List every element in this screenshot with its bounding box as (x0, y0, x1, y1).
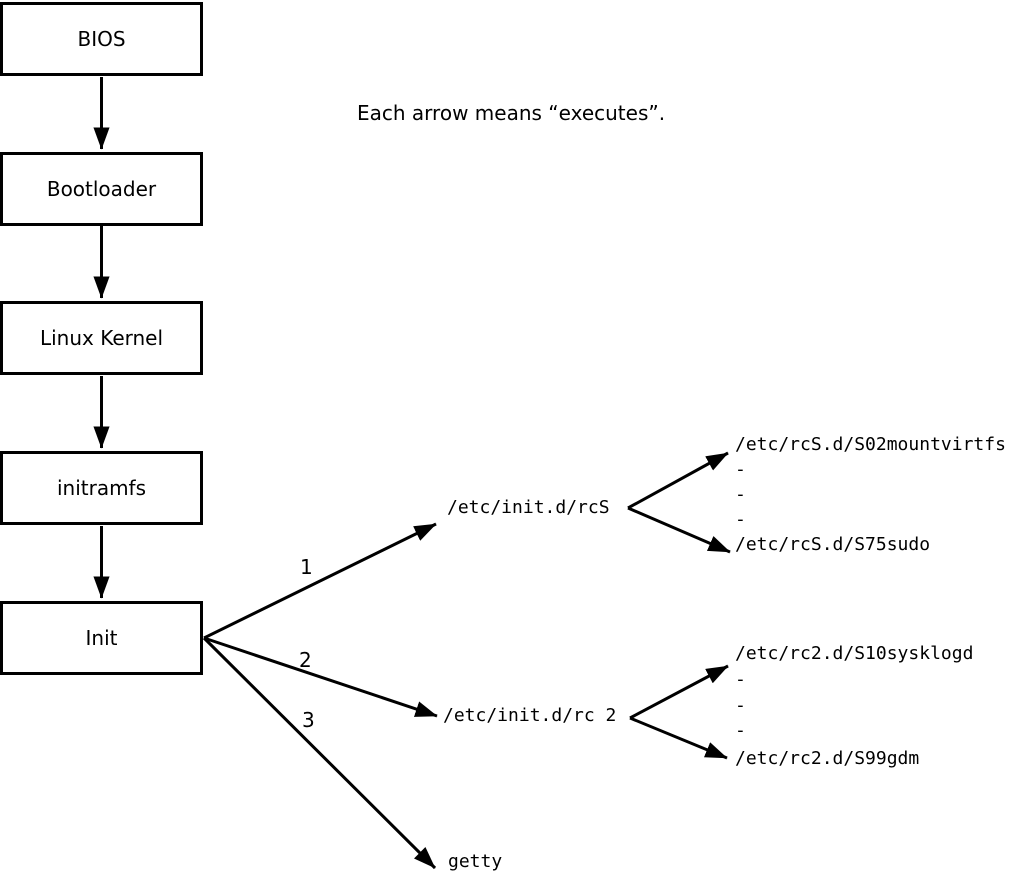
arrow-rcs-to-first-script (627, 451, 729, 510)
arrow-rc2-to-last-script (629, 716, 728, 760)
box-initramfs-label: initramfs (56, 476, 147, 500)
target-getty: getty (448, 851, 503, 872)
rc2-child-last: /etc/rc2.d/S99gdm (735, 748, 920, 769)
target-rc2-script: /etc/init.d/rc 2 (443, 705, 617, 726)
box-bios: BIOS (0, 2, 203, 76)
rc2-child-dash-1: - (735, 669, 746, 690)
target-rcs-script: /etc/init.d/rcS (447, 497, 610, 518)
rcs-child-dash-2: - (735, 484, 746, 505)
rc2-child-dash-3: - (735, 720, 746, 741)
branch-number-2: 2 (299, 648, 312, 672)
rcs-child-first: /etc/rcS.d/S02mountvirtfs (735, 434, 1006, 455)
rcs-child-dash-3: - (735, 509, 746, 530)
box-linux-kernel: Linux Kernel (0, 301, 203, 375)
box-bios-label: BIOS (77, 27, 126, 51)
arrow-init-to-getty (202, 636, 437, 870)
arrow-rcs-to-last-script (627, 506, 731, 554)
arrow-init-to-rcs (203, 522, 437, 640)
rc2-child-dash-2: - (735, 695, 746, 716)
box-bootloader: Bootloader (0, 152, 203, 226)
rcs-child-last: /etc/rcS.d/S75sudo (735, 534, 931, 555)
rc2-child-first: /etc/rc2.d/S10sysklogd (735, 643, 974, 664)
box-linux-kernel-label: Linux Kernel (39, 326, 164, 350)
box-init: Init (0, 601, 203, 675)
rcs-child-dash-1: - (735, 459, 746, 480)
arrow-init-to-rc2 (203, 636, 438, 718)
arrow-rc2-to-first-script (629, 664, 729, 720)
box-init-label: Init (85, 626, 118, 650)
legend-note: Each arrow means “executes”. (357, 101, 666, 125)
box-bootloader-label: Bootloader (46, 177, 157, 201)
branch-number-3: 3 (302, 708, 315, 732)
box-initramfs: initramfs (0, 451, 203, 525)
branch-number-1: 1 (300, 555, 313, 579)
